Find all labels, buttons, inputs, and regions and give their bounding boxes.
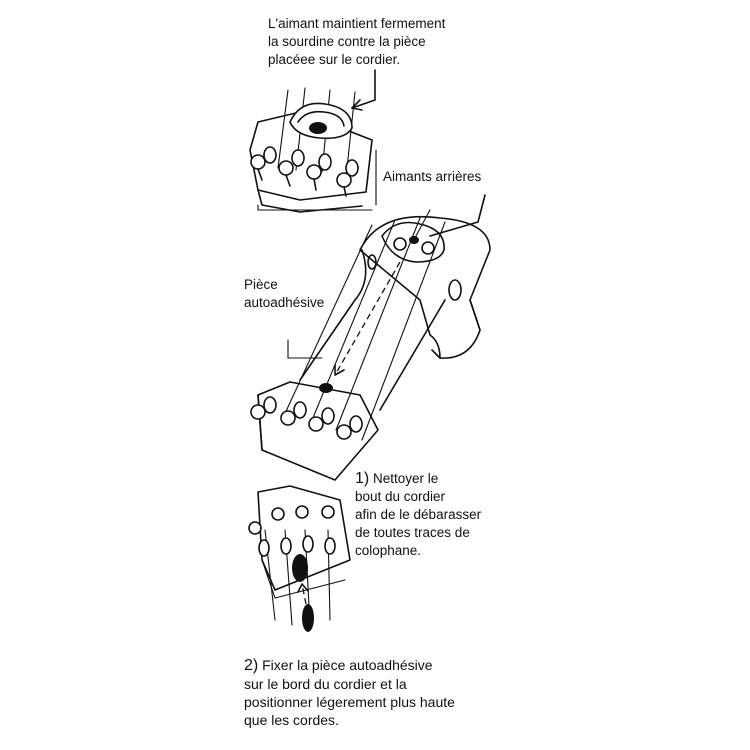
step-2-number: 2): [244, 657, 259, 674]
main-tailpiece: [250, 339, 379, 481]
main-bridge-tailpiece: [281, 194, 491, 441]
step-1-number: 1): [355, 470, 370, 487]
caption-adhesive-piece: Pièce autoadhésive: [244, 277, 325, 310]
caption-step-2: 2) Fixer la pièce autoadhésive sur le bo…: [244, 657, 455, 728]
bottom-tailpiece-adhesive: [248, 485, 351, 632]
connector-line: [257, 204, 373, 211]
fine-tuners-main: [250, 396, 363, 440]
caption-rear-magnets: Aimants arrières: [383, 169, 482, 184]
top-tailpiece-with-mute: [249, 69, 376, 213]
fine-tuners-top: [250, 146, 359, 197]
caption-magnet-top: L'aimant maintient fermement la sourdine…: [268, 16, 446, 67]
caption-step-1: 1) Nettoyer le bout du cordier afin de l…: [355, 470, 482, 558]
